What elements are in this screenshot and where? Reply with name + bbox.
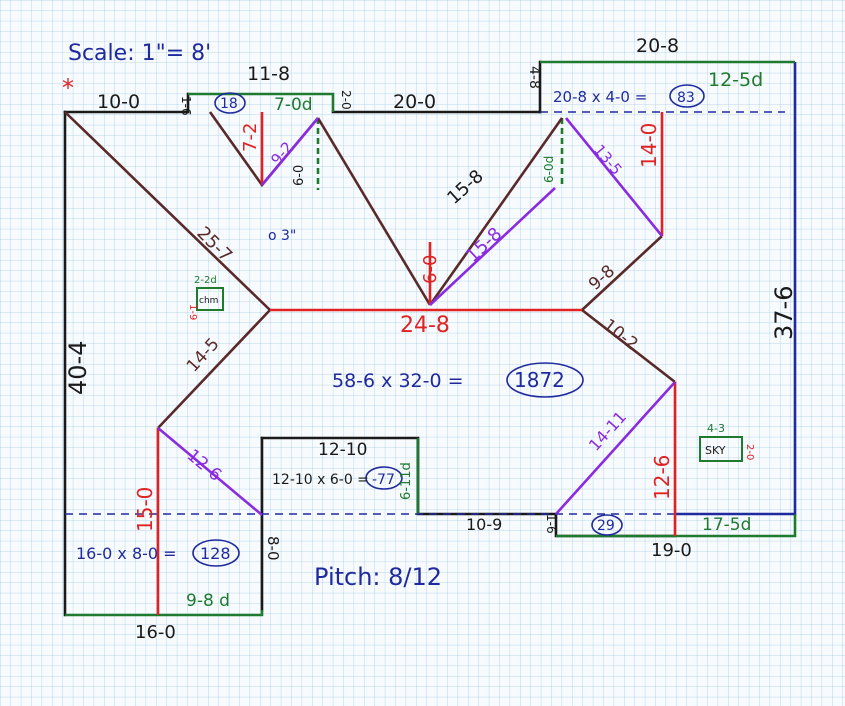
- dim-ridge-left: 6-0: [292, 165, 307, 186]
- dim-top-mid: 20-0: [393, 91, 436, 113]
- dim-step-left: 8-0: [264, 536, 282, 561]
- dim-left-lower: 15-0: [133, 487, 157, 532]
- ridge-valley-lines: [156, 112, 677, 615]
- dim-sky-w: 4-3: [707, 422, 725, 435]
- dim-bottom-left: 16-0: [135, 622, 176, 643]
- area-circles: [192, 84, 705, 567]
- dim-valley-center: 6-0: [420, 255, 441, 284]
- dim-left-valley: 7-2: [240, 123, 261, 152]
- area-main-total: 1872: [514, 368, 565, 392]
- dim-left: 40-4: [64, 341, 92, 395]
- area-inset: 12-10 x 6-0 =: [272, 472, 369, 488]
- dim-eave-bottom-left: 9-8 d: [186, 591, 230, 611]
- skylight-box: [699, 436, 743, 462]
- chimney-label: chm: [199, 296, 218, 306]
- dim-notch-2: 2-0: [339, 90, 353, 110]
- dim-top-right: 20-8: [636, 35, 679, 57]
- dim-bottom-right: 19-0: [651, 540, 692, 561]
- dim-right-valley: 14-0: [637, 123, 661, 168]
- area-top-right: 20-8 x 4-0 =: [553, 88, 647, 106]
- chimney-box: [196, 287, 224, 311]
- dim-step-right: 1-6: [544, 514, 558, 534]
- dim-notch-1: 1-6: [179, 96, 193, 116]
- start-marker: *: [62, 74, 74, 102]
- pitch-label: Pitch: 8/12: [314, 563, 442, 591]
- dim-eave-bottom-right: 17-5d: [702, 515, 751, 535]
- dim-chimney-w: 2-2d: [194, 275, 217, 286]
- area-bottom-left: 16-0 x 8-0 =: [76, 544, 177, 563]
- dim-inset-eave: 6-11d: [399, 462, 414, 500]
- dim-notch-3: 4-8: [526, 66, 542, 89]
- area-bottom-right-total: 29: [597, 518, 615, 534]
- dim-bottom-mid: 10-9: [466, 515, 502, 534]
- dim-right: 37-6: [770, 286, 798, 340]
- dim-eave-top-right: 12-5d: [708, 69, 763, 91]
- dim-top-notch-left: 11-8: [247, 63, 290, 85]
- area-top-right-total: 83: [677, 90, 695, 106]
- skylight-label: SKY: [705, 444, 726, 457]
- dim-sky-h: 2-0: [744, 444, 755, 460]
- dim-ridge-main: 24-8: [400, 313, 450, 338]
- scale-label: Scale: 1"= 8': [68, 41, 211, 66]
- dim-eave-top-left: 7-0d: [274, 95, 313, 115]
- dim-top-left: 10-0: [97, 91, 140, 113]
- purple-lines: [157, 117, 676, 516]
- point-label: o 3": [268, 228, 296, 244]
- area-top-left-total: 18: [220, 96, 238, 112]
- area-main: 58-6 x 32-0 =: [332, 370, 464, 392]
- dim-chimney-h: 1-9: [187, 304, 198, 320]
- dim-inset-top: 12-10: [318, 440, 367, 460]
- area-bottom-left-total: 128: [200, 544, 231, 563]
- dim-right-lower: 12-6: [650, 455, 674, 500]
- reference-lines: [65, 111, 795, 515]
- dim-dormer-right: 6-0d: [542, 156, 556, 183]
- area-inset-total: -77: [372, 472, 395, 488]
